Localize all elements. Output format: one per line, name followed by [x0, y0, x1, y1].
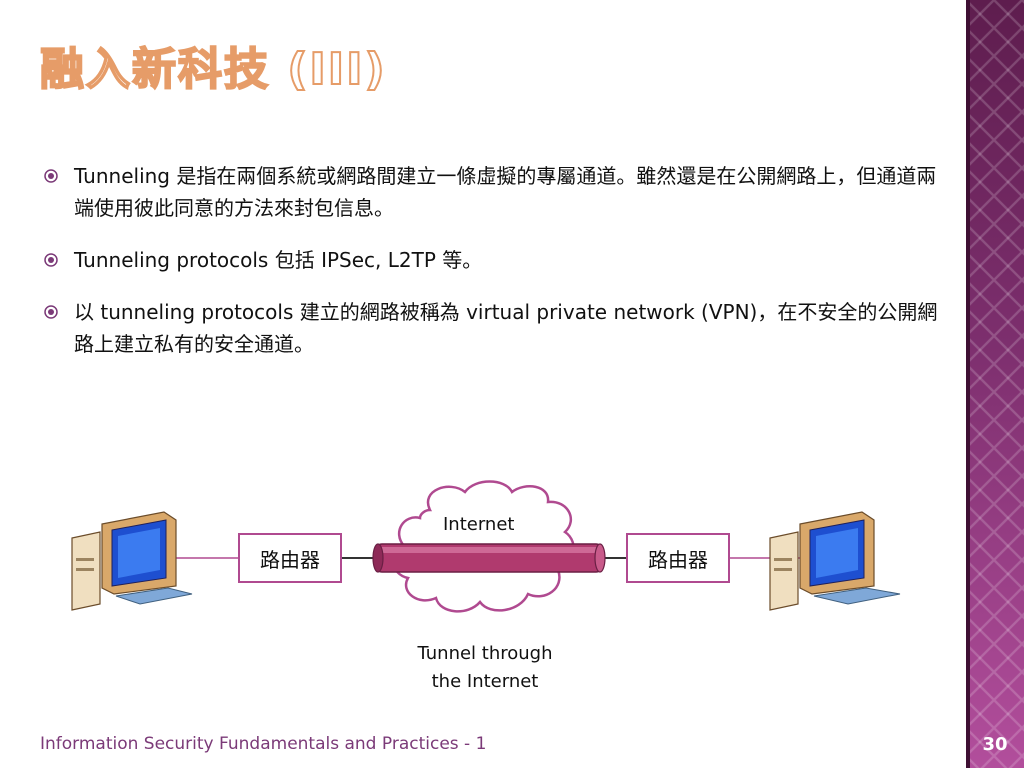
bullet-item: Tunneling protocols 包括 IPSec, L2TP 等。 — [44, 244, 944, 276]
caption-line-2: the Internet — [431, 671, 539, 692]
footer-text: Information Security Fundamentals and Pr… — [40, 734, 487, 754]
router-right-label: 路由器 — [648, 547, 708, 572]
bullet-icon — [44, 169, 58, 183]
router-left: 路由器 — [238, 533, 342, 583]
slide-title: 融入新科技 (III) — [39, 44, 387, 95]
bullet-item: 以 tunneling protocols 建立的網路被稱為 virtual p… — [44, 296, 944, 360]
bullet-item: Tunneling 是指在兩個系統或網路間建立一條虛擬的專屬通道。雖然還是在公開… — [44, 160, 944, 224]
page-number: 30 — [982, 734, 1008, 755]
router-left-label: 路由器 — [260, 547, 320, 572]
side-decoration-band — [966, 0, 1024, 768]
router-right: 路由器 — [626, 533, 730, 583]
bullet-icon — [44, 253, 58, 267]
bullet-icon — [44, 305, 58, 319]
bullet-text: Tunneling 是指在兩個系統或網路間建立一條虛擬的專屬通道。雖然還是在公開… — [74, 164, 937, 220]
internet-label: Internet — [443, 514, 515, 535]
bullet-list: Tunneling 是指在兩個系統或網路間建立一條虛擬的專屬通道。雖然還是在公開… — [44, 160, 944, 380]
caption-line-1: Tunnel through — [417, 643, 553, 664]
bullet-text: Tunneling protocols 包括 IPSec, L2TP 等。 — [74, 248, 483, 272]
computer-icon — [769, 511, 901, 611]
side-band-edge — [966, 0, 970, 768]
bullet-text: 以 tunneling protocols 建立的網路被稱為 virtual p… — [74, 300, 938, 356]
tunnel-pipe-icon — [372, 543, 606, 573]
computer-icon — [71, 511, 193, 611]
vpn-diagram — [71, 480, 901, 613]
diagram-caption: Tunnel through the Internet — [400, 640, 570, 696]
